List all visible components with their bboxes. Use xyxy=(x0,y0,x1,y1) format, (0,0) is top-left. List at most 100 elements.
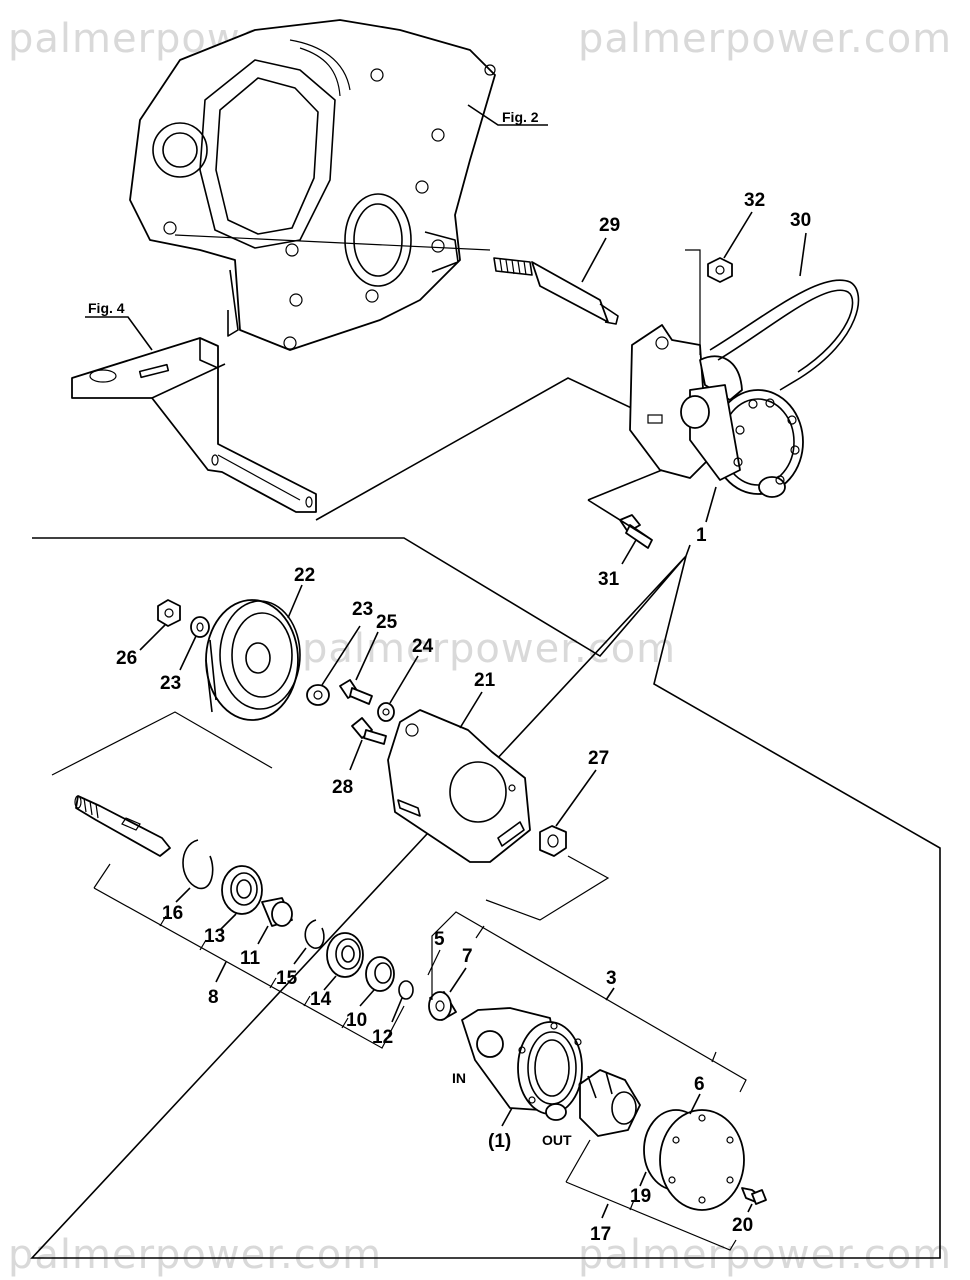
leader-27 xyxy=(555,769,597,827)
callout-24: 24 xyxy=(412,636,434,657)
pulley-22 xyxy=(205,599,301,721)
leader-15 xyxy=(293,947,307,965)
bolt-25 xyxy=(339,679,373,705)
callout-16: 16 xyxy=(162,903,183,924)
bracket-17-tick xyxy=(629,1199,635,1211)
washer-23-left xyxy=(190,616,210,638)
v-belt-30-inner xyxy=(717,289,854,373)
snap-ring-15 xyxy=(304,919,325,949)
callout-12: 12 xyxy=(372,1027,393,1048)
leader-23-right xyxy=(321,625,361,686)
fig2-leader xyxy=(467,104,548,126)
bolt-28 xyxy=(351,717,387,745)
shaft xyxy=(74,795,171,857)
leader-29 xyxy=(581,237,607,283)
callout-10: 10 xyxy=(346,1010,367,1031)
nut-26 xyxy=(157,599,181,627)
leader-13 xyxy=(219,913,237,931)
impeller-19 xyxy=(579,1069,641,1137)
fig4-ref: Fig. 4 xyxy=(88,300,125,316)
bracket-3-ticks xyxy=(475,925,717,1063)
bracket-8 xyxy=(93,863,405,1049)
gear-case xyxy=(129,19,496,351)
callout-25: 25 xyxy=(376,612,398,633)
leader-26 xyxy=(139,624,166,651)
leader-25 xyxy=(355,631,379,681)
leader-20 xyxy=(747,1203,753,1213)
port-in-label: IN xyxy=(452,1070,466,1086)
callout-26: 26 xyxy=(116,648,137,669)
watermark: palmerpower.com xyxy=(578,1232,952,1278)
callout-13: 13 xyxy=(204,926,225,947)
leader-10 xyxy=(359,989,375,1007)
leader-body xyxy=(501,1107,513,1127)
callout-15: 15 xyxy=(276,968,298,989)
water-pump-assembly xyxy=(629,324,804,498)
leader-11 xyxy=(257,925,269,945)
callout-28: 28 xyxy=(332,777,353,798)
leader-5 xyxy=(427,949,441,976)
bolt-31 xyxy=(619,514,653,549)
callout-19: 19 xyxy=(630,1186,651,1207)
callout-17: 17 xyxy=(590,1224,611,1245)
callout-6: 6 xyxy=(694,1074,705,1095)
fig2-ref: Fig. 2 xyxy=(502,109,539,125)
port-out-label: OUT xyxy=(542,1132,572,1148)
washer-23-right xyxy=(306,684,330,706)
cover-plate xyxy=(659,1109,745,1211)
screw-20 xyxy=(741,1187,767,1205)
exploded-view-frame xyxy=(30,537,941,1259)
stud-29 xyxy=(493,257,619,325)
leader-30 xyxy=(799,232,807,277)
nut-plate-line xyxy=(485,855,610,921)
leader-28 xyxy=(349,739,363,771)
spacer-11 xyxy=(261,897,293,927)
callout-23-right: 23 xyxy=(352,599,373,620)
leader-19 xyxy=(639,1171,647,1187)
callout-1: 1 xyxy=(696,525,707,546)
bracket-8-ticks xyxy=(159,915,349,1029)
callout-body: (1) xyxy=(488,1131,511,1152)
o-ring-12 xyxy=(398,980,414,1000)
leader-24 xyxy=(389,655,419,704)
fig4-leader xyxy=(85,316,153,351)
leader-1 xyxy=(705,486,717,523)
leader-16 xyxy=(175,887,191,903)
leader-3 xyxy=(605,987,615,1001)
leader-6 xyxy=(689,1093,701,1115)
bearing-13 xyxy=(221,865,263,915)
leader-7 xyxy=(449,967,467,993)
leader-17 xyxy=(601,1203,609,1219)
leader-8 xyxy=(215,961,227,983)
bracket-3 xyxy=(431,911,747,1093)
callout-11: 11 xyxy=(240,948,261,969)
leader-23-left xyxy=(179,635,197,671)
callout-7: 7 xyxy=(462,946,473,967)
snap-ring-16 xyxy=(182,839,214,890)
leader-14 xyxy=(323,975,337,991)
bolt-line xyxy=(587,469,663,501)
callout-30: 30 xyxy=(790,210,811,231)
callout-32: 32 xyxy=(744,190,765,211)
leader-31 xyxy=(621,539,637,565)
leader-12 xyxy=(391,997,403,1023)
callout-21: 21 xyxy=(474,670,496,691)
mounting-bracket xyxy=(71,337,317,513)
bolt-line-2 xyxy=(587,499,653,541)
watermark: palmerpower.com xyxy=(578,16,952,62)
bracket-line xyxy=(217,454,301,501)
watermark: palmerpower.com xyxy=(8,1232,382,1278)
callout-8: 8 xyxy=(208,987,219,1008)
callout-20: 20 xyxy=(732,1215,753,1236)
callout-23-left: 23 xyxy=(160,673,181,694)
callout-14: 14 xyxy=(310,989,332,1010)
callout-22: 22 xyxy=(294,565,315,586)
callout-27: 27 xyxy=(588,748,609,769)
nut-27 xyxy=(539,825,567,857)
bracket-pump-link xyxy=(315,377,641,521)
mounting-plate-21 xyxy=(387,709,531,863)
pump-body xyxy=(461,1007,586,1121)
leader-32 xyxy=(723,211,753,259)
callout-31: 31 xyxy=(598,569,620,590)
